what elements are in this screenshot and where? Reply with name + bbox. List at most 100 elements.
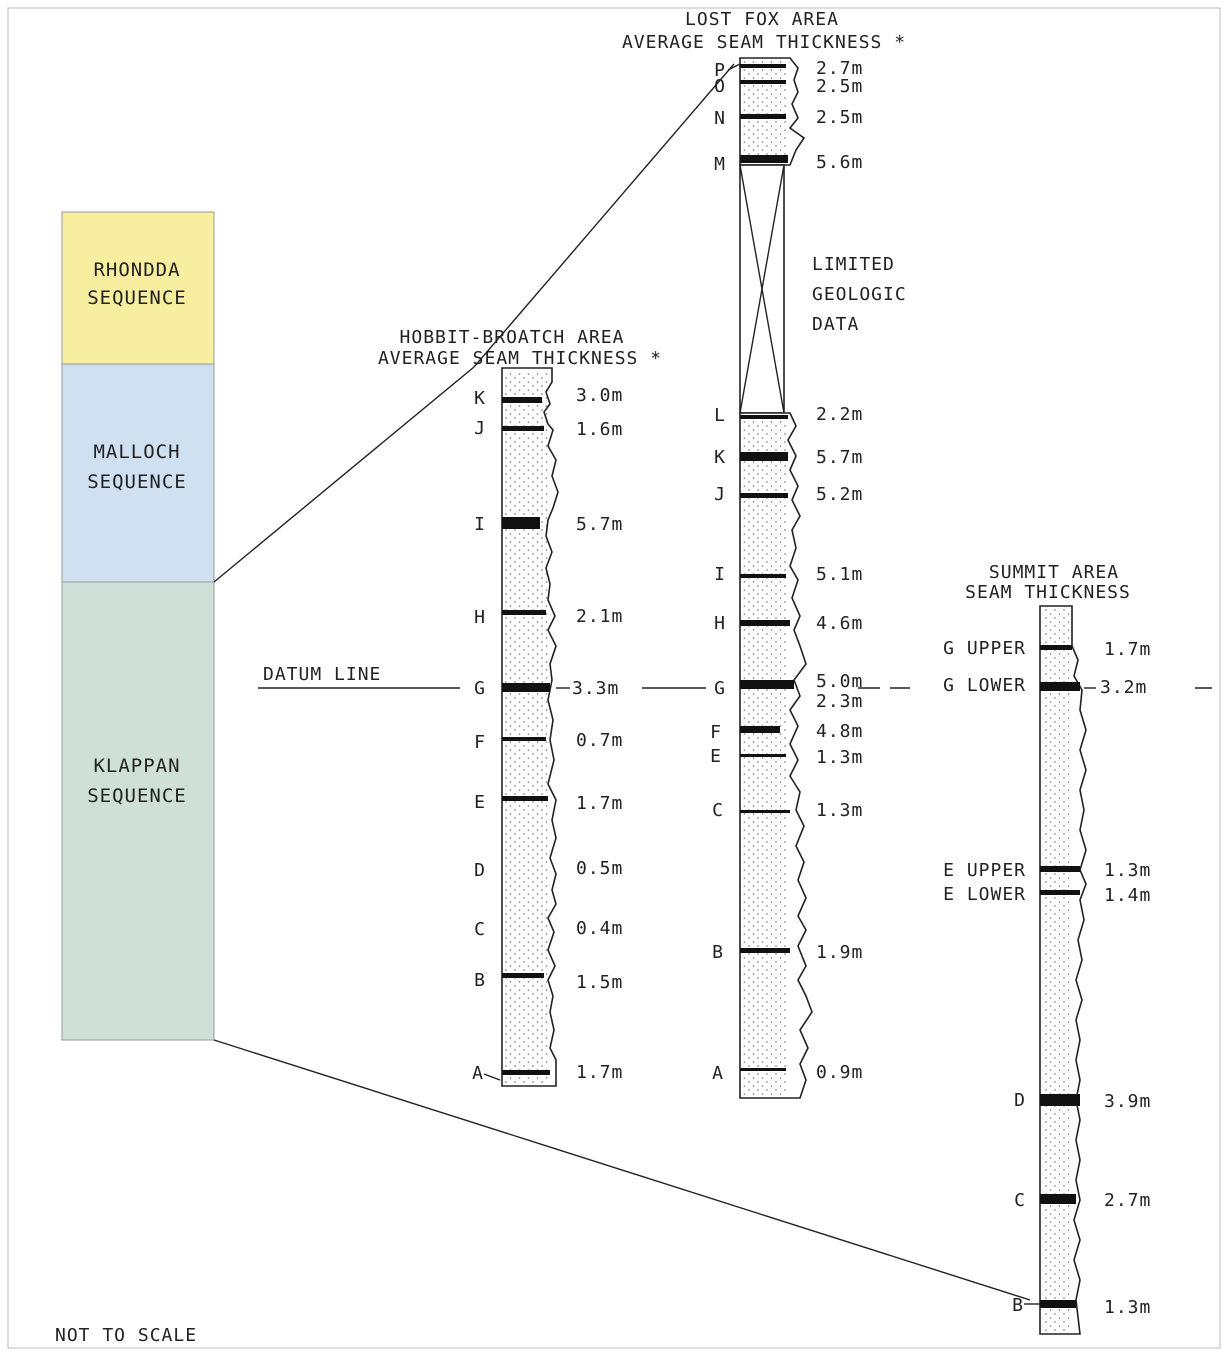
- lostfox-thick-G: 5.0m: [816, 671, 863, 692]
- sequence-column: RHONDDA SEQUENCE MALLOCH SEQUENCE KLAPPA…: [61, 211, 215, 1041]
- lostfox-seam-J: [740, 493, 788, 498]
- hobbit-thick-I: 5.7m: [576, 514, 623, 535]
- summit-seam-G-upper: [1040, 645, 1072, 650]
- hobbit-label-I: I: [474, 514, 486, 535]
- lostfox-thick-I: 5.1m: [816, 564, 863, 585]
- lostfox-title: LOST FOX AREA: [685, 9, 839, 30]
- summit-label-E-lower: E LOWER: [943, 884, 1026, 905]
- hobbit-label-A: A: [472, 1063, 484, 1084]
- summit-seam-E-upper: [1040, 866, 1080, 872]
- hobbit-seam-B: [502, 973, 544, 978]
- lostfox-seam-C: [740, 810, 790, 813]
- hobbit-seam-I: [502, 517, 540, 529]
- lostfox-label-I: I: [714, 564, 726, 585]
- hobbit-thick-B: 1.5m: [576, 972, 623, 993]
- hobbit-seam-H: [502, 610, 546, 615]
- summit-thick-E-lower: 1.4m: [1104, 885, 1151, 906]
- lostfox-seam-A: [740, 1068, 786, 1071]
- hobbit-label-B: B: [474, 970, 486, 991]
- summit-label-G-upper: G UPPER: [943, 638, 1026, 659]
- lostfox-thick-L: 2.2m: [816, 404, 863, 425]
- klappan-label-2: SEQUENCE: [87, 785, 187, 807]
- summit-seam-B: [1040, 1300, 1076, 1308]
- lostfox-thick-M: 5.6m: [816, 152, 863, 173]
- lostfox-subtitle: AVERAGE SEAM THICKNESS *: [622, 32, 906, 53]
- summit-seam-G-lower: [1040, 682, 1080, 691]
- lostfox-label-N: N: [714, 108, 726, 129]
- hobbit-thick-C: 0.4m: [576, 918, 623, 939]
- hobbit-thick-F: 0.7m: [576, 730, 623, 751]
- lostfox-thick-J: 5.2m: [816, 484, 863, 505]
- lostfox-seam-H: [740, 620, 790, 626]
- hobbit-thick-A: 1.7m: [576, 1062, 623, 1083]
- hobbit-title: HOBBIT-BROATCH AREA: [400, 327, 625, 348]
- limited-label-3: DATA: [812, 314, 859, 335]
- lostfox-thick-P: 2.7m: [816, 58, 863, 79]
- hobbit-seam-F: [502, 737, 546, 741]
- hobbit-label-G: G: [474, 678, 486, 699]
- lostfox-label-M: M: [714, 154, 726, 175]
- summit-label-E-upper: E UPPER: [943, 860, 1026, 881]
- lostfox-seam-E: [740, 754, 786, 757]
- lostfox-thick-H: 4.6m: [816, 613, 863, 634]
- lostfox-seam-B: [740, 948, 790, 953]
- summit-label-B: B: [1012, 1295, 1024, 1316]
- summit-thick-D: 3.9m: [1104, 1091, 1151, 1112]
- lostfox-label-L: L: [714, 405, 726, 426]
- lostfox-label-O: O: [714, 76, 726, 97]
- lostfox-label-A: A: [712, 1063, 724, 1084]
- hobbit-label-D: D: [474, 860, 486, 881]
- limited-label-2: GEOLOGIC: [812, 284, 907, 305]
- hobbit-thick-G: 3.3m: [572, 678, 619, 699]
- summit-label-D: D: [1014, 1090, 1026, 1111]
- connector-lostfox: [473, 63, 735, 368]
- summit-thick-E-upper: 1.3m: [1104, 860, 1151, 881]
- lostfox-label-E: E: [710, 746, 722, 767]
- malloch-box: [61, 363, 215, 583]
- datum-label: DATUM LINE: [263, 664, 381, 685]
- lostfox-label-J: J: [714, 484, 726, 505]
- not-to-scale-note: NOT TO SCALE: [55, 1325, 197, 1346]
- hobbit-label-E: E: [474, 792, 486, 813]
- lostfox-thick-E: 1.3m: [816, 747, 863, 768]
- lostfox-column: LOST FOX AREA AVERAGE SEAM THICKNESS * L…: [622, 9, 907, 1099]
- hobbit-thick-D: 0.5m: [576, 858, 623, 879]
- hobbit-label-K: K: [474, 388, 486, 409]
- hobbit-label-F: F: [474, 732, 486, 753]
- hobbit-thick-E: 1.7m: [576, 793, 623, 814]
- lostfox-thick-O: 2.5m: [816, 76, 863, 97]
- lostfox-label-F: F: [710, 722, 722, 743]
- hobbit-subtitle: AVERAGE SEAM THICKNESS *: [378, 348, 662, 369]
- hobbit-label-J: J: [474, 418, 486, 439]
- lostfox-seam-P: [740, 64, 786, 68]
- lostfox-thick-K: 5.7m: [816, 447, 863, 468]
- datum-line: DATUM LINE: [258, 664, 1212, 689]
- klappan-label-1: KLAPPAN: [93, 755, 180, 777]
- summit-thick-G-upper: 1.7m: [1104, 639, 1151, 660]
- hobbit-thick-K: 3.0m: [576, 385, 623, 406]
- lostfox-seam-N: [740, 114, 786, 119]
- lostfox-thick-F: 4.8m: [816, 721, 863, 742]
- lostfox-label-C: C: [712, 800, 724, 821]
- hobbit-seam-G: [502, 683, 550, 692]
- lostfox-thick-B: 1.9m: [816, 942, 863, 963]
- lostfox-label-K: K: [714, 447, 726, 468]
- summit-thick-C: 2.7m: [1104, 1190, 1151, 1211]
- klappan-box: [61, 581, 215, 1041]
- hobbit-column: HOBBIT-BROATCH AREA AVERAGE SEAM THICKNE…: [378, 327, 662, 1087]
- lostfox-seam-I: [740, 574, 786, 578]
- hobbit-label-C: C: [474, 919, 486, 940]
- rhondda-box: [61, 211, 215, 365]
- lostfox-label-P: P: [714, 60, 726, 81]
- summit-thick-B: 1.3m: [1104, 1297, 1151, 1318]
- lostfox-seam-L: [740, 415, 788, 419]
- lostfox-thick-N: 2.5m: [816, 107, 863, 128]
- lostfox-thick-A: 0.9m: [816, 1062, 863, 1083]
- summit-label-C: C: [1014, 1190, 1026, 1211]
- hobbit-label-H: H: [474, 607, 486, 628]
- lostfox-seam-F: [740, 726, 780, 733]
- rhondda-label-2: SEQUENCE: [87, 287, 187, 309]
- rhondda-label-1: RHONDDA: [93, 259, 180, 281]
- connector-summit: [213, 1039, 1031, 1301]
